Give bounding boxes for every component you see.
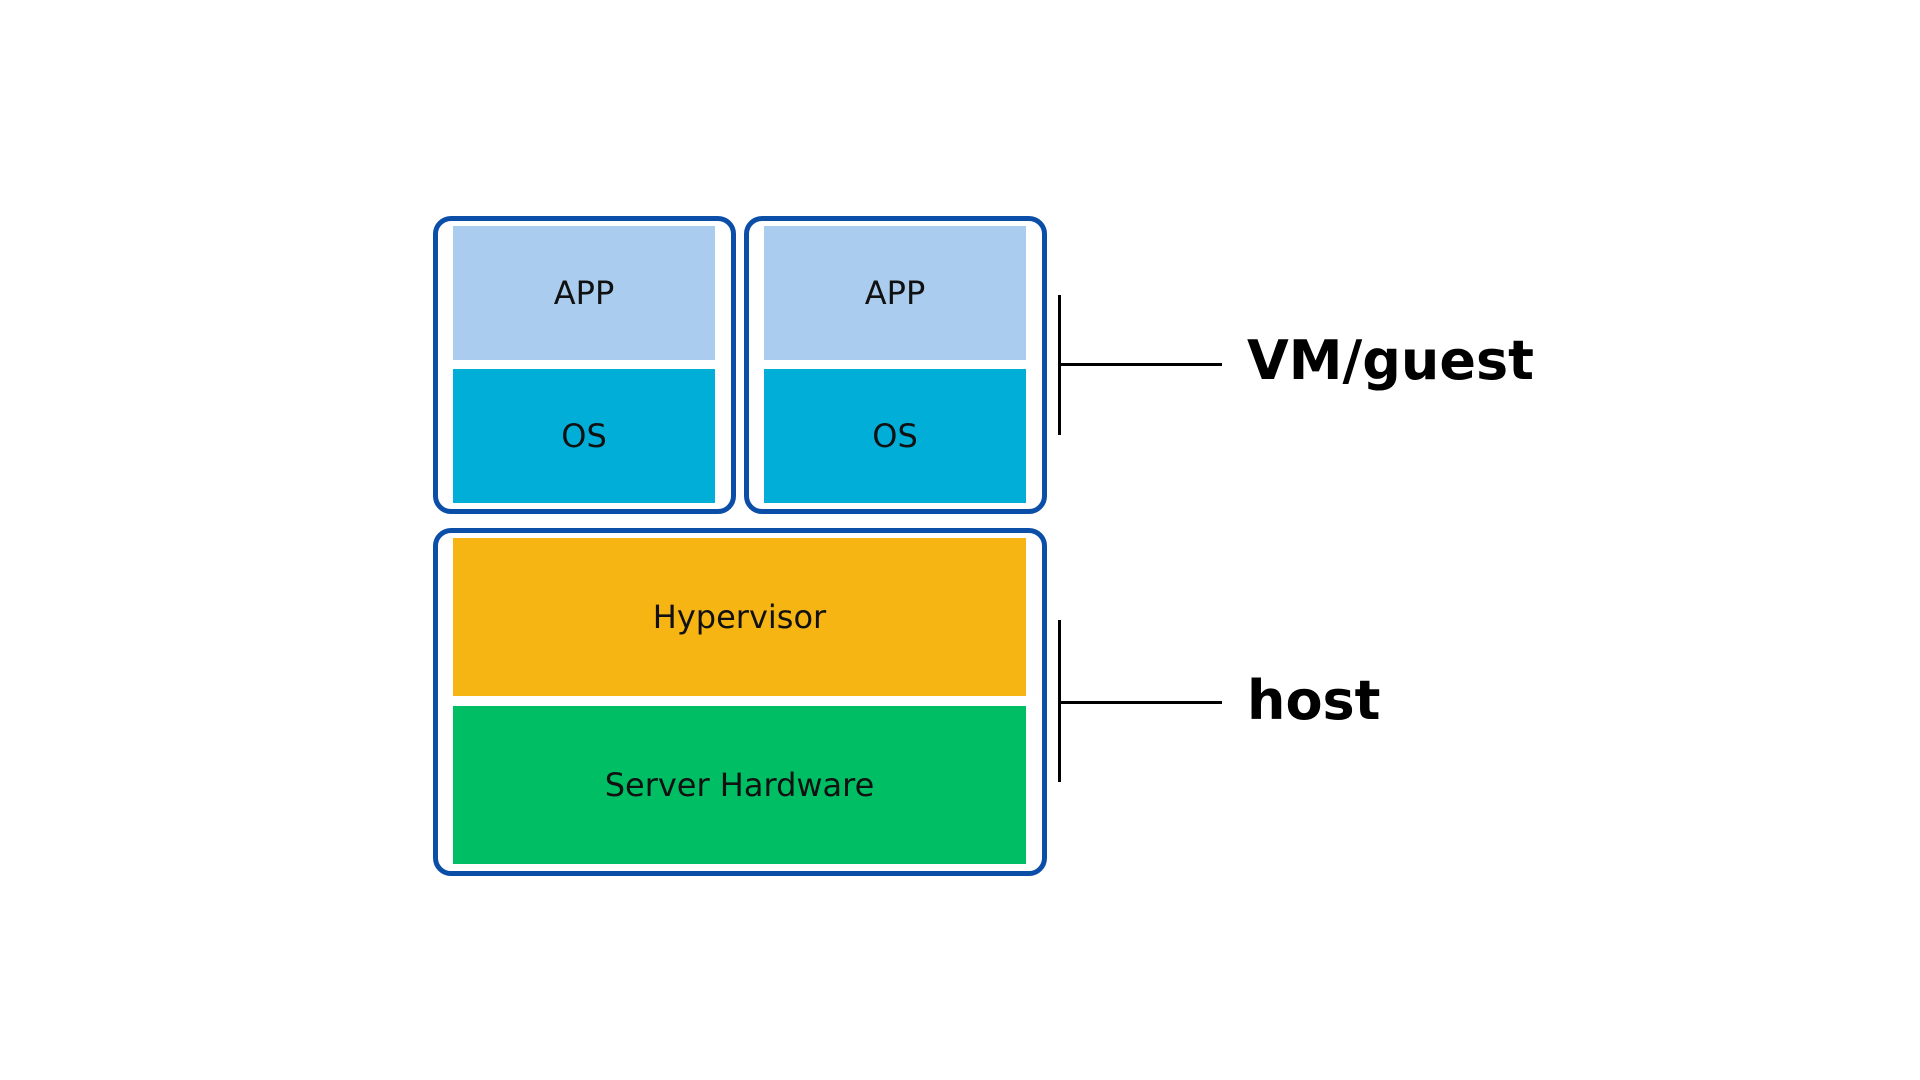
vm1-app-label: APP [553,274,615,312]
vm-guest-label: VM/guest [1247,329,1534,392]
vm-bracket-horizontal-line [1058,363,1222,366]
vm1-os-block: OS [453,369,715,503]
vm1-app-block: APP [453,226,715,360]
hypervisor-block: Hypervisor [453,538,1026,696]
vm2-app-block: APP [764,226,1026,360]
hypervisor-label: Hypervisor [652,598,827,636]
vm2-os-block: OS [764,369,1026,503]
vm1-os-label: OS [561,417,607,455]
host-bracket-horizontal-line [1058,701,1222,704]
server-hardware-label: Server Hardware [604,766,875,804]
vm2-os-label: OS [872,417,918,455]
host-label: host [1247,669,1381,732]
vm2-app-label: APP [864,274,926,312]
server-hardware-block: Server Hardware [453,706,1026,864]
